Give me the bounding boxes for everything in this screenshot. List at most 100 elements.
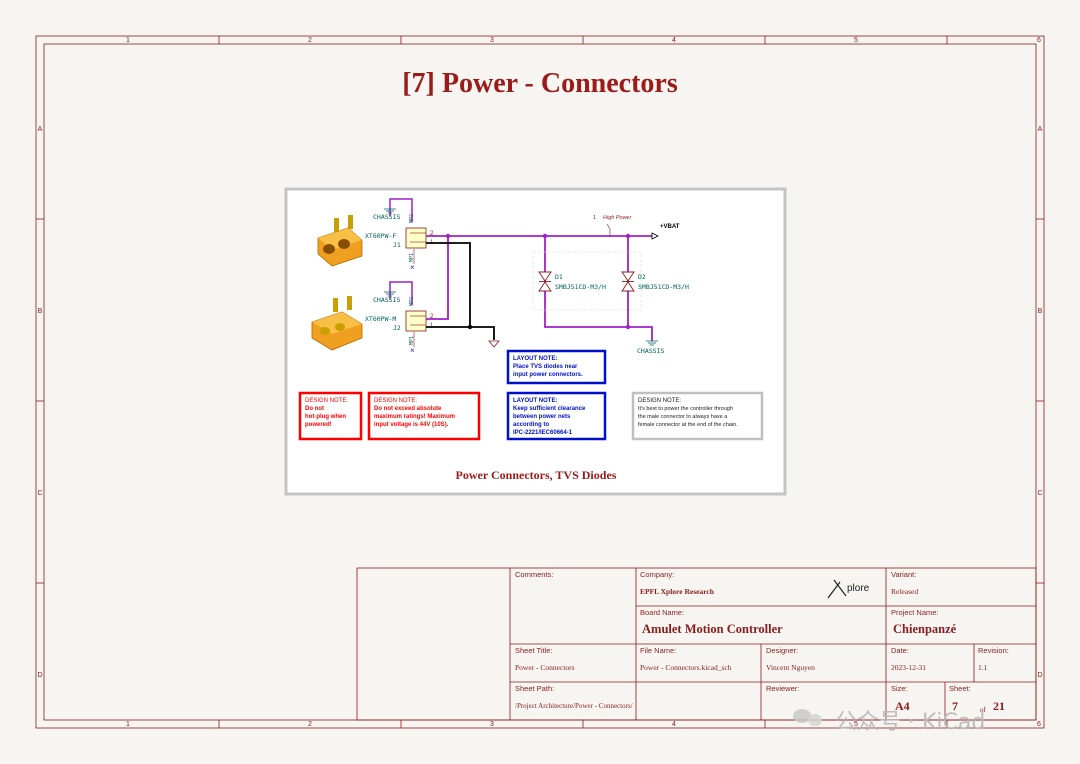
svg-text:1: 1 bbox=[593, 215, 596, 221]
file-value: Power - Connectors.kicad_sch bbox=[640, 663, 732, 672]
svg-text:DESIGN NOTE:: DESIGN NOTE: bbox=[305, 398, 348, 404]
board-label: Board Name: bbox=[640, 608, 684, 617]
high-power-flag: High Power bbox=[603, 215, 633, 221]
j2-pin2: 2 bbox=[430, 314, 434, 320]
j1-pin2: 2 bbox=[430, 231, 434, 237]
xt60-male-photo bbox=[310, 294, 366, 351]
row-label-left: A bbox=[38, 126, 43, 133]
svg-text:Do not exceed absolute: Do not exceed absolute bbox=[374, 406, 442, 412]
diode-d2[interactable]: D2 SMBJ51CD-M3/H bbox=[621, 271, 689, 292]
column-label-top: 3 bbox=[490, 37, 494, 44]
column-label-top: 5 bbox=[854, 37, 858, 44]
svg-text:maximum ratings! Maximum: maximum ratings! Maximum bbox=[374, 414, 455, 420]
j1-ref: J1 bbox=[393, 241, 401, 249]
row-label-right: D bbox=[1037, 672, 1042, 679]
sheet-path-label: Sheet Path: bbox=[515, 684, 554, 693]
company-label: Company: bbox=[640, 570, 674, 579]
svg-text:hot-plug when: hot-plug when bbox=[305, 414, 346, 420]
row-label-left: C bbox=[37, 490, 42, 497]
connector-j1[interactable]: CHASSIS MP2 XT60PW-F J1 2 1 MP1 × bbox=[365, 198, 434, 272]
note-hotplug: DESIGN NOTE: Do not hot-plug when powere… bbox=[298, 391, 363, 441]
designer-label: Designer: bbox=[766, 646, 798, 655]
column-label-bottom: 1 bbox=[126, 721, 130, 728]
d1-ref: D1 bbox=[555, 273, 563, 281]
note-female-connector: DESIGN NOTE: It's best to power the cont… bbox=[631, 391, 764, 441]
company-value: EPFL Xplore Research bbox=[640, 587, 715, 596]
column-label-bottom: 5 bbox=[854, 721, 858, 728]
svg-text:female connector at the end of: female connector at the end of the chain… bbox=[638, 422, 738, 428]
project-label: Project Name: bbox=[891, 608, 939, 617]
xt60-female-photo bbox=[310, 212, 366, 268]
xplore-logo: plore bbox=[827, 579, 870, 599]
j1-mp2-label: MP2 bbox=[409, 214, 415, 223]
d1-value: SMBJ51CD-M3/H bbox=[555, 283, 606, 291]
note-ratings: DESIGN NOTE: Do not exceed absolute maxi… bbox=[367, 391, 481, 441]
row-label-right: A bbox=[1038, 126, 1043, 133]
svg-text:LAYOUT NOTE:: LAYOUT NOTE: bbox=[513, 356, 557, 362]
sheet-title-label: Sheet Title: bbox=[515, 646, 553, 655]
svg-text:Do not: Do not bbox=[305, 406, 324, 412]
j2-pin1: 1 bbox=[430, 323, 434, 329]
j1-chassis-label: CHASSIS bbox=[373, 213, 400, 221]
project-value: Chienpanzé bbox=[893, 622, 957, 636]
revision-label: Revision: bbox=[978, 646, 1009, 655]
row-label-left: B bbox=[38, 308, 43, 315]
svg-text:DESIGN NOTE:: DESIGN NOTE: bbox=[638, 398, 681, 404]
designer-value: Vincent Nguyen bbox=[766, 663, 815, 672]
sheet-value: 7 bbox=[952, 699, 958, 713]
column-label-bottom: 3 bbox=[490, 721, 494, 728]
block-frame bbox=[284, 187, 787, 496]
gnd-wires bbox=[426, 242, 495, 340]
xplore-logo-text: plore bbox=[847, 583, 870, 594]
svg-text:×: × bbox=[410, 346, 415, 355]
diode-chassis-label: CHASSIS bbox=[637, 347, 664, 355]
size-label: Size: bbox=[891, 684, 908, 693]
sheet-title-value: Power - Connectors bbox=[515, 663, 575, 672]
column-label-top: 1 bbox=[126, 37, 130, 44]
column-label-bottom: 2 bbox=[308, 721, 312, 728]
column-label-bottom: 4 bbox=[672, 721, 676, 728]
vbat-flag-icon bbox=[651, 232, 659, 240]
svg-text:Keep sufficient clearance: Keep sufficient clearance bbox=[513, 406, 586, 412]
svg-text:Place TVS diodes near: Place TVS diodes near bbox=[513, 364, 578, 370]
watermark: 公众号 · KiCad bbox=[793, 709, 985, 735]
date-value: 2023-12-31 bbox=[891, 663, 926, 672]
connector-j2[interactable]: CHASSIS MP2 XT60PW-M J2 2 1 MP1 × bbox=[365, 281, 434, 355]
row-label-right: C bbox=[1037, 490, 1042, 497]
variant-value: Released bbox=[891, 587, 918, 596]
column-label-bottom: 6 bbox=[1037, 721, 1041, 728]
sheet-of: of bbox=[980, 706, 987, 714]
d2-ref: D2 bbox=[638, 273, 646, 281]
svg-text:LAYOUT NOTE:: LAYOUT NOTE: bbox=[513, 398, 557, 404]
j1-mp1-label: MP1 bbox=[409, 253, 415, 262]
note-clearance: LAYOUT NOTE: Keep sufficient clearance b… bbox=[506, 391, 607, 441]
j2-mp2-label: MP2 bbox=[409, 297, 415, 306]
block-caption: Power Connectors, TVS Diodes bbox=[456, 468, 617, 482]
j2-chassis-label: CHASSIS bbox=[373, 296, 400, 304]
svg-text:the male connector to always h: the male connector to always have a bbox=[638, 414, 728, 420]
j2-mp1-label: MP1 bbox=[409, 336, 415, 345]
svg-text:It's best to power the control: It's best to power the controller throug… bbox=[638, 406, 733, 412]
d2-value: SMBJ51CD-M3/H bbox=[638, 283, 689, 291]
j2-ref: J2 bbox=[393, 324, 401, 332]
comments-label: Comments: bbox=[515, 570, 553, 579]
column-label-top: 2 bbox=[308, 37, 312, 44]
title-block bbox=[356, 567, 1037, 721]
note-tvs-layout: LAYOUT NOTE: Place TVS diodes near input… bbox=[506, 349, 607, 385]
page-title: [7] Power - Connectors bbox=[402, 68, 678, 99]
ground-symbol bbox=[488, 340, 500, 348]
revision-value: 1.1 bbox=[978, 663, 988, 672]
diode-d1[interactable]: D1 SMBJ51CD-M3/H bbox=[538, 271, 606, 292]
j1-value: XT60PW-F bbox=[365, 232, 396, 240]
column-label-top: 4 bbox=[672, 37, 676, 44]
svg-text:input voltage is 44V (10S).: input voltage is 44V (10S). bbox=[374, 422, 449, 428]
date-label: Date: bbox=[891, 646, 909, 655]
j2-value: XT60PW-M bbox=[365, 315, 396, 323]
column-label-top: 6 bbox=[1037, 37, 1041, 44]
svg-text:IPC-2221/IEC60664-1: IPC-2221/IEC60664-1 bbox=[513, 430, 573, 436]
vbat-net-label: +VBAT bbox=[660, 224, 680, 230]
sheet-total: 21 bbox=[993, 699, 1005, 713]
row-label-right: B bbox=[1038, 308, 1043, 315]
svg-text:according to: according to bbox=[513, 422, 549, 428]
